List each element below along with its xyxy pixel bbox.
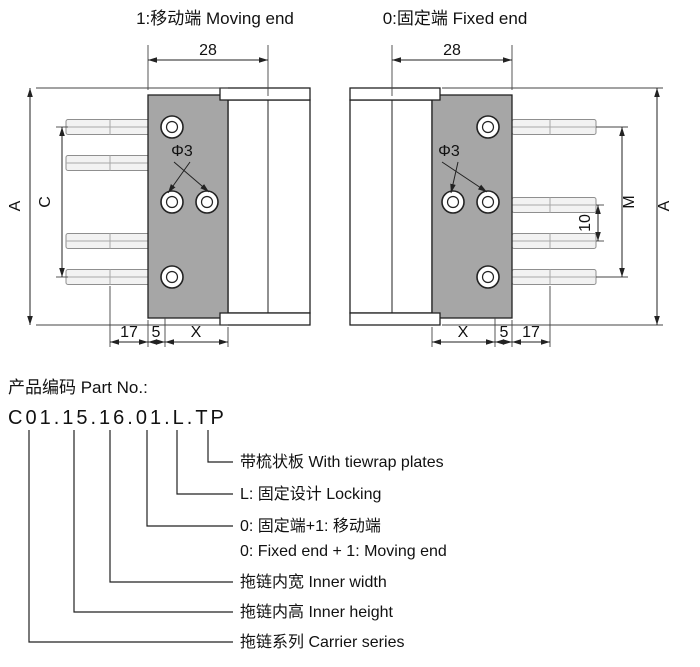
dimension-tooth-pitch: 10: [577, 204, 604, 242]
dim-10-label: 10: [577, 214, 594, 232]
mounting-holes-left: [160, 115, 219, 289]
mounting-hole: [476, 265, 500, 289]
dim-28-label: 28: [443, 42, 461, 59]
dimension-height-left: A: [7, 87, 228, 326]
dimension-profile-m: M: [596, 126, 638, 278]
mounting-hole: [441, 190, 465, 214]
comb-tooth: [511, 269, 597, 285]
dim-m-label: M: [621, 195, 638, 208]
chain-link-right: [349, 99, 433, 314]
comb-tooth: [65, 233, 151, 249]
legend-tiewrap-plates: 带梳状板 With tiewrap plates: [240, 453, 444, 471]
chain-link-left: [227, 99, 311, 314]
legend-end-type-en: 0: Fixed end + 1: Moving end: [240, 543, 447, 560]
hole-diameter-callout-right: Φ3: [438, 143, 488, 194]
dim-x-right-label: X: [458, 324, 469, 341]
dim-a-right-label: A: [656, 200, 673, 211]
hole-diameter-label: Φ3: [171, 143, 193, 160]
mounting-hole: [160, 115, 184, 139]
part-no-code: C01.15.16.01.L.TP: [8, 407, 227, 429]
legend-inner-height: 拖链内高 Inner height: [240, 603, 394, 621]
comb-tooth: [511, 119, 597, 135]
dimension-width-left: 28: [147, 42, 269, 96]
comb-tooth: [511, 233, 597, 249]
dimension-width-right: 28: [391, 42, 513, 96]
legend-locking: L: 固定设计 Locking: [240, 485, 381, 503]
legend-end-type-cn: 0: 固定端+1: 移动端: [240, 517, 381, 535]
dim-17-right-label: 17: [522, 324, 540, 341]
mounting-hole: [160, 265, 184, 289]
chain-link-tabs-right: [349, 87, 441, 326]
part-no-heading: 产品编码 Part No.:: [8, 378, 148, 397]
fixed-end-view: Φ3 28 10 M A: [349, 42, 673, 347]
dim-c-label: C: [37, 196, 54, 208]
dim-28-label: 28: [199, 42, 217, 59]
comb-tooth: [511, 197, 597, 213]
dim-5-right-label: 5: [500, 324, 509, 341]
fixed-end-title: 0:固定端 Fixed end: [383, 9, 528, 28]
comb-teeth-left: [65, 119, 151, 285]
dim-5-left-label: 5: [152, 324, 161, 341]
part-number-section: 产品编码 Part No.: C01.15.16.01.L.TP 带梳状板 Wi…: [8, 378, 447, 651]
legend-inner-width: 拖链内宽 Inner width: [240, 573, 387, 591]
part-legend-labels: 带梳状板 With tiewrap plates L: 固定设计 Locking…: [240, 453, 447, 651]
dimension-bottom-right: X 5 17: [431, 286, 551, 347]
dim-a-left-label: A: [7, 200, 24, 211]
comb-tooth: [65, 119, 151, 135]
mounting-hole: [476, 115, 500, 139]
legend-carrier-series: 拖链系列 Carrier series: [240, 633, 404, 651]
mounting-hole: [476, 190, 500, 214]
dim-17-left-label: 17: [120, 324, 138, 341]
moving-end-title: 1:移动端 Moving end: [136, 9, 294, 28]
comb-teeth-right: [511, 119, 597, 285]
hole-diameter-callout-left: Φ3: [167, 143, 210, 194]
dimension-hole-pitch-left: C: [37, 126, 68, 278]
moving-end-view: Φ3 28 A C: [7, 42, 311, 347]
chain-link-tabs-left: [219, 87, 311, 326]
part-legend-lines: [28, 430, 233, 643]
comb-tooth: [65, 155, 151, 171]
mounting-hole: [195, 190, 219, 214]
hole-diameter-label: Φ3: [438, 143, 460, 160]
dimension-height-right: A: [442, 87, 673, 326]
dimension-bottom-left: 17 5 X: [109, 286, 229, 347]
comb-tooth: [65, 269, 151, 285]
mounting-hole: [160, 190, 184, 214]
dim-x-left-label: X: [191, 324, 202, 341]
